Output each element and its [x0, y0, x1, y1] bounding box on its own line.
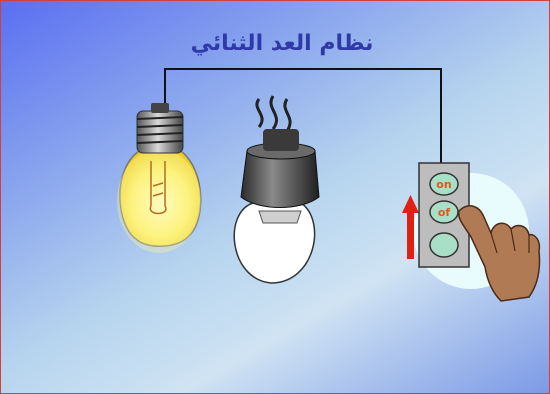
lit-bulb-icon: [117, 103, 201, 253]
off-button-label: of: [438, 206, 451, 219]
on-button-label: on: [436, 178, 451, 191]
unlit-bulb-icon: [234, 96, 319, 283]
blank-button[interactable]: [430, 233, 458, 257]
off-button[interactable]: of: [430, 201, 458, 223]
on-button[interactable]: on: [430, 173, 458, 195]
